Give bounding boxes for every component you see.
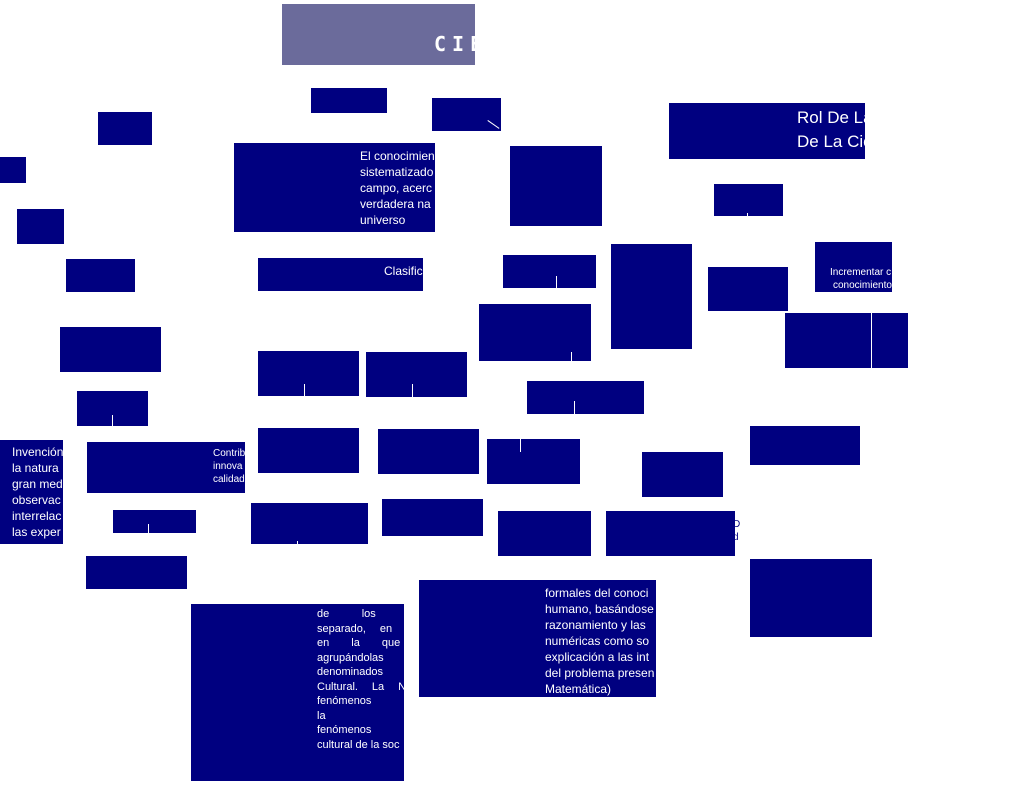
definicion-line: universo [360,213,406,227]
node-box [382,499,483,536]
formal-line: Matemática) [545,682,612,696]
connector-tick [571,352,572,361]
connector-tick [747,213,748,216]
factual-line: denominados Natural y [317,666,404,678]
node-box [642,452,723,497]
incrementar-line-1: Incrementar c [830,267,892,278]
factual-line: en la que estas ocurran, [317,637,404,649]
factual-line: separado, en la rama científica [317,622,404,635]
connector-tick [297,541,298,544]
factual-line: Cultural. La Natural estudia los [317,680,404,693]
connector-line [487,120,500,129]
node-box [785,313,908,368]
factual-line: la Cultural [317,709,404,722]
formal-line: del problema presen [545,666,655,680]
formal-line: explicación a las int [545,650,650,664]
node-box [366,352,467,397]
formal-line: formales del conoci [545,586,649,600]
node-box [714,184,783,216]
title-box: CIE [282,4,475,65]
node-box [60,327,161,372]
connector-tick [556,276,557,288]
invencion-line: observac [12,493,61,507]
node-box [251,503,368,544]
node-box [606,511,735,556]
contribuye-box: Contrib innova calidad [87,442,245,493]
factual-line: cultural de la soc [317,738,400,751]
definicion-box: El conocimien sistematizado campo, acerc… [234,143,435,232]
clasificacion-box: Clasific [258,258,423,291]
incrementar-line-2: conocimiento [833,280,892,291]
definicion-line: El conocimien [360,149,435,163]
rol-line-2: De La Cie [797,132,865,151]
factual-line: fenómenos pa [317,724,404,736]
node-box [510,146,602,226]
node-box [113,510,196,533]
invencion-line: la natura [12,461,59,475]
divider-line [871,313,872,368]
definicion-line: campo, acerc [360,181,433,195]
node-box [98,112,152,145]
letter-d-upper: D [733,519,741,530]
letter-d-lower: d [733,532,739,543]
invencion-line: las exper [12,525,61,539]
node-box [86,556,187,589]
definicion-line: sistematizado [360,165,434,179]
invencion-line: gran med [12,477,63,491]
node-box [17,209,64,244]
node-box [0,157,26,183]
invencion-line: Invención [12,445,63,459]
node-box [479,304,591,361]
rol-line-1: Rol De La [797,108,865,127]
node-box [432,98,501,131]
node-box [503,255,596,288]
factual-line: de los fenómenos por [317,608,404,620]
node-box [378,429,479,474]
diagram-title: CIE [434,32,475,56]
definicion-line: verdadera na [360,197,431,211]
factual-box: de los fenómenos por separado, en la ram… [191,604,404,781]
node-box [498,511,591,556]
formal-line: numéricas como so [545,634,650,648]
node-box [77,391,148,426]
node-box [487,439,580,484]
connector-tick [304,384,305,396]
node-box [527,381,644,414]
connector-tick [574,401,575,414]
node-box [750,559,872,637]
connector-tick [148,524,149,533]
invencion-line: interrelac [12,509,62,523]
node-box [311,88,387,113]
clasificacion-label: Clasific [384,264,423,278]
node-box [708,267,788,311]
node-box [611,244,692,349]
rol-box: Rol De La De La Cie [669,103,865,159]
invencion-box: Invención la natura gran med observac in… [0,440,63,544]
node-box [258,351,359,396]
node-box [66,259,135,292]
contribuye-line: Contrib [213,448,245,459]
contribuye-line: innova [213,461,243,472]
factual-text-block: de los fenómenos por separado, en la ram… [317,607,404,752]
formal-line: razonamiento y las [545,618,646,632]
connector-tick [520,439,521,452]
formal-box: formales del conoci humano, basándose ra… [419,580,656,697]
connector-tick [112,415,113,426]
node-box [258,428,359,473]
formal-line: humano, basándose [545,602,654,616]
factual-line: fenómenos de [317,695,404,707]
incrementar-box: Incrementar c conocimiento [815,242,892,292]
connector-tick [412,384,413,397]
node-box [750,426,860,465]
contribuye-line: calidad [213,474,245,485]
factual-line: agrupándolas dos grupos [317,651,404,664]
